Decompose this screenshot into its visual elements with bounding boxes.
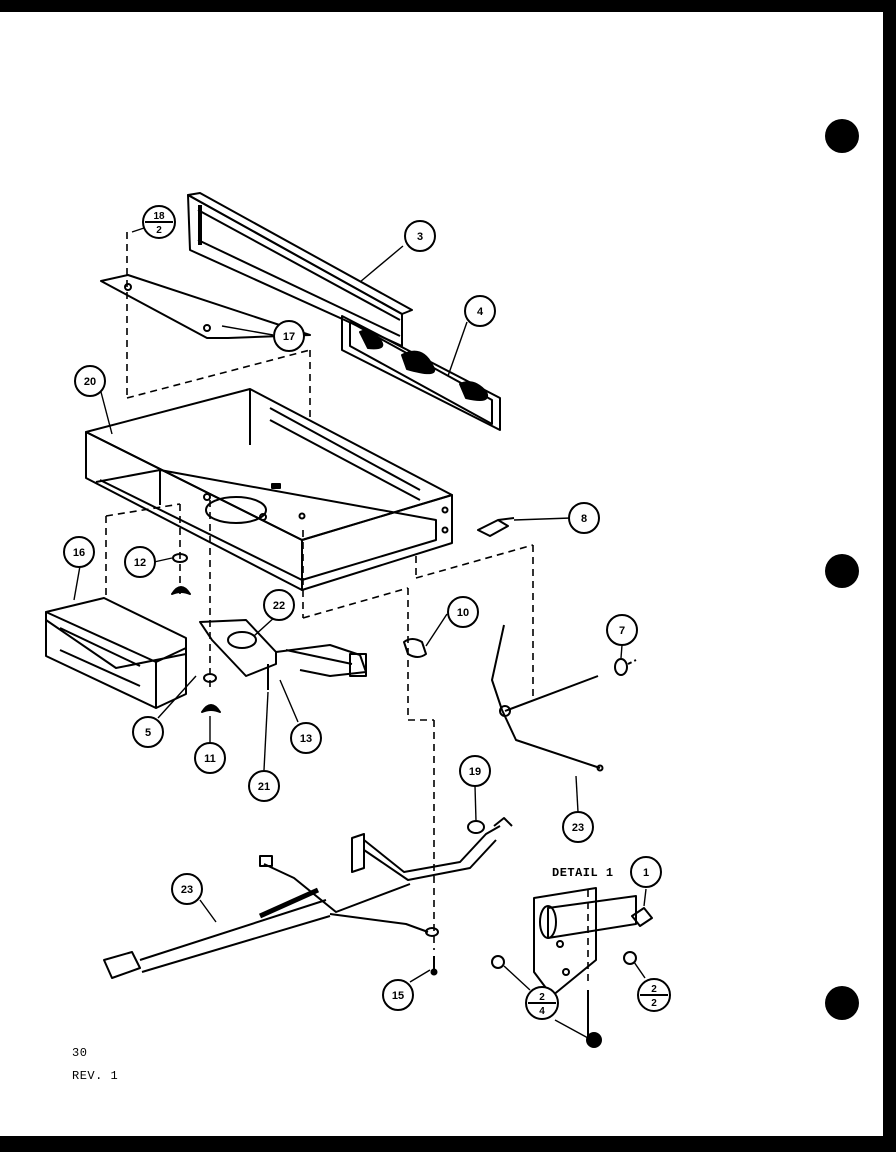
svg-text:2: 2 bbox=[156, 225, 162, 236]
scan-border-top bbox=[0, 0, 896, 12]
plate-part bbox=[100, 274, 311, 339]
page-number: 30 bbox=[72, 1046, 88, 1060]
svg-text:18: 18 bbox=[153, 211, 165, 222]
callout-23-rod: 23 bbox=[562, 811, 594, 843]
front-panel-part bbox=[187, 192, 413, 347]
svg-text:1: 1 bbox=[643, 867, 649, 879]
callout-19: 19 bbox=[459, 755, 491, 787]
detail-1-bracket bbox=[491, 887, 653, 1048]
housing-part bbox=[85, 388, 453, 591]
binder-hole-top bbox=[825, 119, 859, 153]
washer-7-part bbox=[614, 658, 637, 676]
svg-text:2: 2 bbox=[539, 992, 545, 1003]
screw-15-part bbox=[430, 956, 438, 976]
svg-text:3: 3 bbox=[417, 231, 423, 243]
binder-hole-middle bbox=[825, 554, 859, 588]
svg-text:7: 7 bbox=[619, 625, 625, 637]
svg-text:12: 12 bbox=[134, 557, 146, 569]
svg-text:4: 4 bbox=[477, 306, 484, 318]
harness-part bbox=[351, 817, 513, 881]
scan-border-right bbox=[883, 0, 896, 1152]
callout-5: 5 bbox=[132, 716, 164, 748]
callout-20: 20 bbox=[74, 365, 106, 397]
callout-10: 10 bbox=[447, 596, 479, 628]
callout-8: 8 bbox=[568, 502, 600, 534]
callout-22: 22 bbox=[263, 589, 295, 621]
revision-label: REV. 1 bbox=[72, 1069, 119, 1083]
svg-text:20: 20 bbox=[84, 376, 96, 388]
callout-15: 15 bbox=[382, 979, 414, 1011]
svg-text:10: 10 bbox=[457, 607, 469, 619]
svg-text:23: 23 bbox=[572, 822, 584, 834]
callout-3: 3 bbox=[404, 220, 436, 252]
callout-16: 16 bbox=[63, 536, 95, 568]
bracket-box-part bbox=[45, 597, 187, 709]
svg-text:23: 23 bbox=[181, 884, 193, 896]
power-cord-part bbox=[103, 855, 439, 979]
callout-7: 7 bbox=[606, 614, 638, 646]
svg-text:5: 5 bbox=[145, 727, 151, 739]
clip-part bbox=[403, 638, 427, 658]
callout-2-over-2: 2 2 bbox=[637, 978, 671, 1012]
svg-text:15: 15 bbox=[392, 990, 404, 1002]
svg-text:21: 21 bbox=[258, 781, 270, 793]
callout-21: 21 bbox=[248, 770, 280, 802]
callout-17: 17 bbox=[273, 320, 305, 352]
svg-text:16: 16 bbox=[73, 547, 85, 559]
wire-rod-part bbox=[491, 624, 604, 772]
wing-nut-11 bbox=[201, 673, 221, 713]
scan-border-bottom bbox=[0, 1136, 896, 1152]
svg-text:4: 4 bbox=[539, 1006, 545, 1017]
svg-text:22: 22 bbox=[273, 600, 285, 612]
callout-18-over-2: 18 2 bbox=[142, 205, 176, 239]
svg-text:11: 11 bbox=[204, 753, 216, 765]
svg-text:19: 19 bbox=[469, 766, 481, 778]
callout-23-cord: 23 bbox=[171, 873, 203, 905]
binder-hole-bottom bbox=[825, 986, 859, 1020]
callout-2-over-4: 2 4 bbox=[525, 986, 559, 1020]
callout-4: 4 bbox=[464, 295, 496, 327]
filter-grille-part bbox=[341, 315, 501, 431]
svg-text:2: 2 bbox=[651, 998, 657, 1009]
callout-11: 11 bbox=[194, 742, 226, 774]
callout-13: 13 bbox=[290, 722, 322, 754]
callout-1: 1 bbox=[630, 856, 662, 888]
motor-assembly-part bbox=[199, 619, 367, 690]
callout-12: 12 bbox=[124, 546, 156, 578]
svg-text:2: 2 bbox=[651, 984, 657, 995]
bushing-part bbox=[477, 517, 515, 537]
svg-text:17: 17 bbox=[283, 331, 295, 343]
wing-nut-12 bbox=[171, 553, 191, 595]
detail-1-label: DETAIL 1 bbox=[552, 866, 614, 880]
svg-text:13: 13 bbox=[300, 733, 312, 745]
svg-text:8: 8 bbox=[581, 513, 587, 525]
